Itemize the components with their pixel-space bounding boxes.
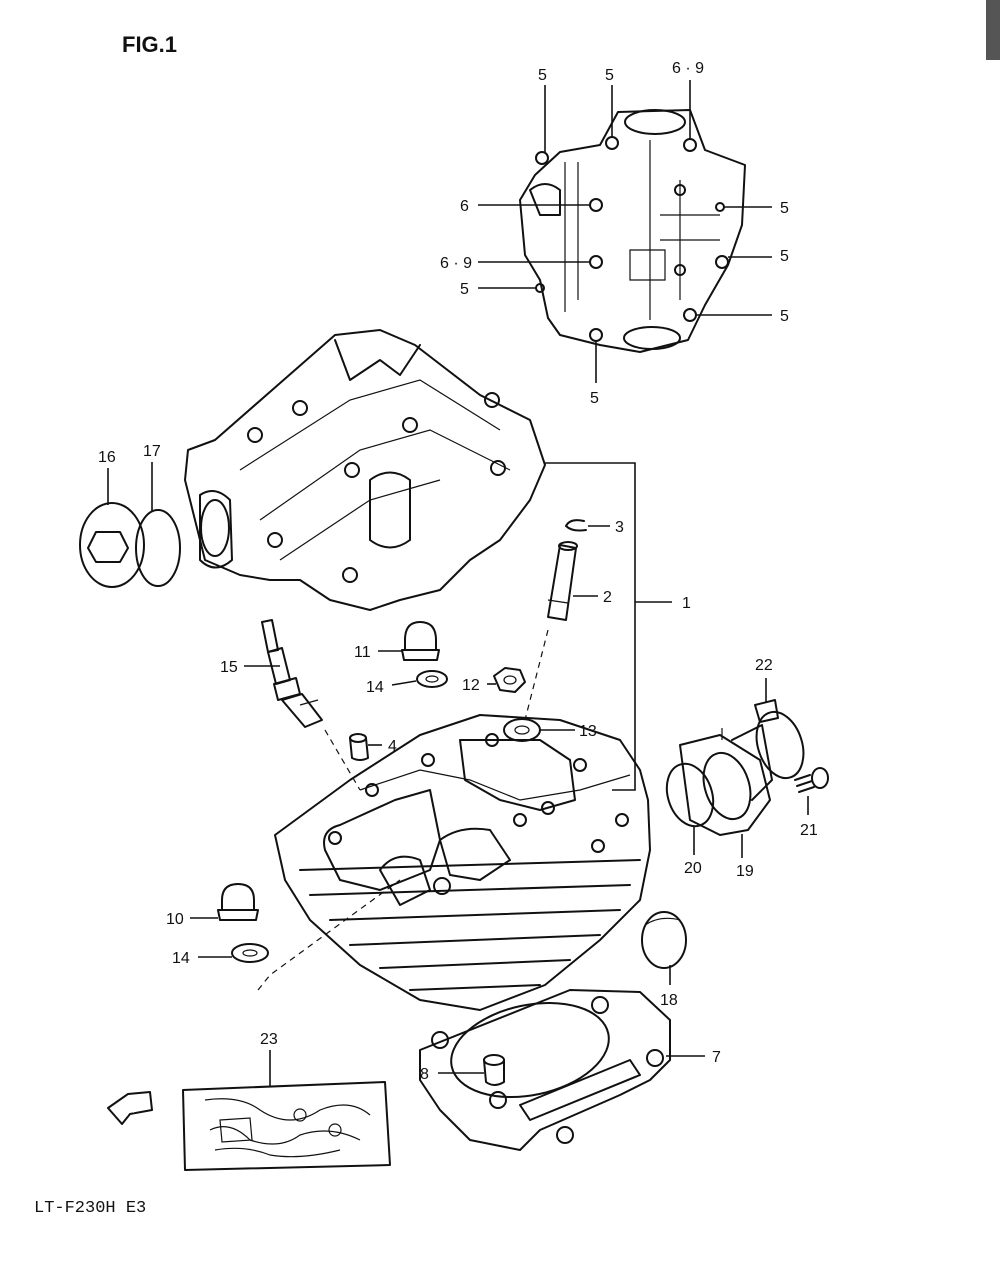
callout-14: 14 [172, 950, 190, 967]
callout-5: 5 [460, 281, 469, 298]
callout-5: 5 [538, 67, 547, 84]
callout-11: 11 [354, 644, 371, 661]
washer [231, 943, 269, 963]
hex-nut [493, 667, 526, 693]
cap-nut [401, 621, 440, 661]
cylinder-head-gasket [419, 989, 671, 1151]
dowel-pin [349, 733, 369, 761]
dowel-pin [483, 1054, 505, 1086]
spark-plug [261, 619, 323, 728]
tappet-cap [79, 502, 145, 588]
callout-8: 8 [420, 1066, 429, 1083]
forward-direction-arrow: FWD [107, 1091, 153, 1125]
callout-15: 15 [220, 659, 238, 676]
intake-pipe [679, 724, 773, 836]
callout-22: 22 [755, 657, 773, 674]
gasket-set-package [182, 1081, 391, 1171]
callout-20: 20 [684, 860, 702, 877]
callout-1: 1 [682, 595, 691, 612]
callout-17: 17 [143, 443, 161, 460]
callout-5: 5 [590, 390, 599, 407]
callout-6-9: 6 · 9 [672, 60, 704, 77]
hose-clamp [754, 699, 805, 780]
head-cover-top-view [519, 109, 746, 353]
valve-guide [547, 541, 578, 621]
callout-12: 12 [462, 677, 480, 694]
cap-nut [217, 883, 259, 921]
callout-10: 10 [166, 911, 184, 928]
callout-16: 16 [98, 449, 116, 466]
callout-6: 6 [460, 198, 469, 215]
valve-guide-clip [565, 519, 587, 532]
callout-4: 4 [388, 738, 397, 755]
callout-5: 5 [605, 67, 614, 84]
callout-5: 5 [780, 200, 789, 217]
cylinder-head-cover [184, 329, 546, 611]
cylinder-head [274, 714, 651, 1011]
callout-14: 14 [366, 679, 384, 696]
model-code: LT-F230H E3 [34, 1199, 146, 1218]
callout-bracket-1: 1 [545, 462, 691, 791]
figure-title: FIG.1 [122, 32, 177, 57]
callout-3: 3 [615, 519, 624, 536]
callout-5: 5 [780, 248, 789, 265]
callout-group-cover-bolts: 5 5 6 · 9 6 6 · 9 5 5 5 5 5 [440, 60, 789, 407]
callout-21: 21 [800, 822, 818, 839]
callout-23: 23 [260, 1031, 278, 1048]
fwd-label: FWD [123, 1100, 146, 1118]
callout-7: 7 [712, 1049, 721, 1066]
clamp-screw [794, 767, 829, 793]
callout-18: 18 [660, 992, 678, 1009]
cap-plug [641, 911, 687, 969]
callout-5: 5 [780, 308, 789, 325]
callout-19: 19 [736, 863, 754, 880]
callout-6-9: 6 · 9 [440, 255, 472, 272]
o-ring [135, 509, 181, 587]
washer [416, 670, 448, 688]
callout-2: 2 [603, 589, 612, 606]
scan-edge-mark [986, 0, 1000, 60]
washer [503, 718, 541, 742]
